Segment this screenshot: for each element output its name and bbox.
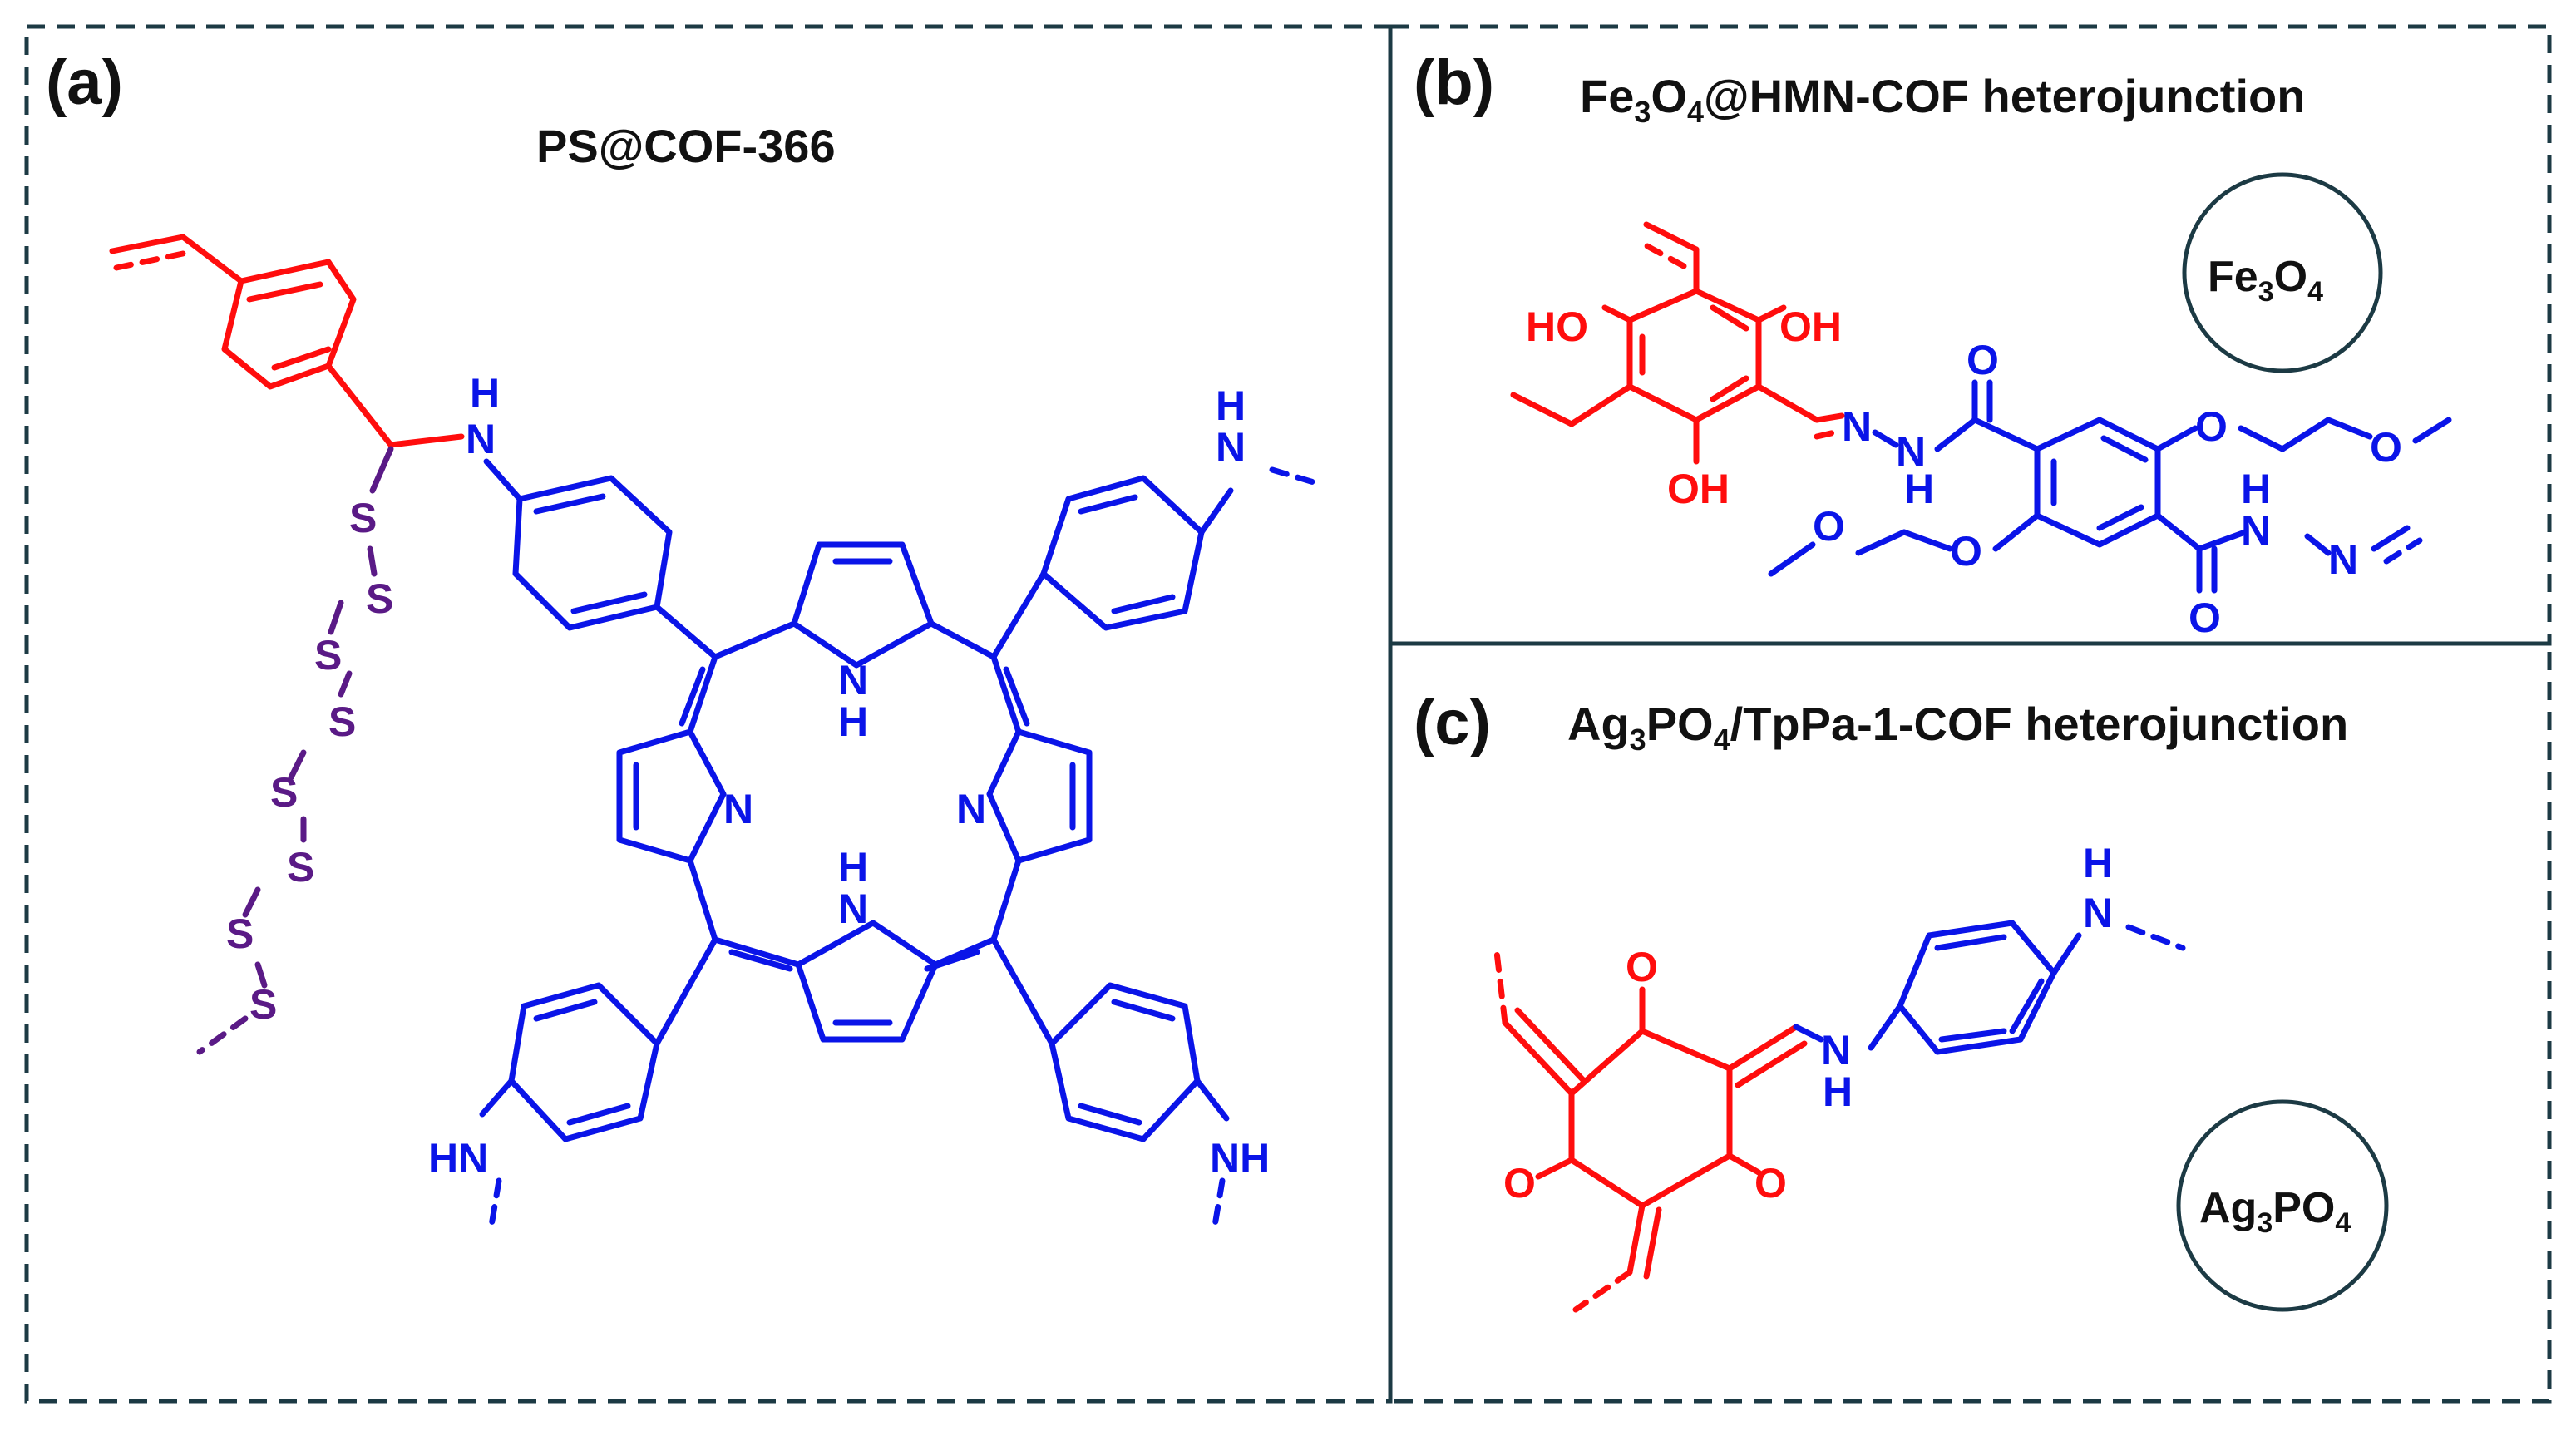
sulfur-atom: S	[349, 495, 377, 541]
panel-a-title: PS@COF-366	[536, 120, 836, 172]
hydrazide-n-atom: N	[2241, 507, 2271, 554]
sulfur-atom: S	[314, 632, 342, 678]
keto-o-atom: O	[1754, 1160, 1787, 1206]
ether-o-atom: O	[2370, 424, 2402, 471]
sulfur-atom: S	[287, 844, 314, 891]
carbonyl-o-atom: O	[1967, 337, 1999, 383]
panel-b-label: (b)	[1414, 47, 1494, 118]
amine-nh-atom: NH	[1210, 1135, 1270, 1182]
panel-a-frame	[24, 24, 1393, 1404]
panel-b-hydrazide-linker	[1768, 379, 2452, 594]
amine-nh-atom: N	[2083, 890, 2113, 936]
panel-c-frame	[1388, 641, 2552, 1404]
ether-o-atom: O	[1813, 503, 1845, 550]
keto-o-atom: O	[1503, 1160, 1536, 1206]
ag3po4-particle	[2176, 1099, 2389, 1312]
panel-b-red-atoms: HO OH OH	[1526, 303, 1842, 512]
pyrrole-nh-atom: N	[838, 657, 868, 703]
panel-a-polysulfide-chain	[196, 446, 394, 1055]
ether-o-atom: O	[1950, 528, 1982, 575]
ag3po4-particle-label: Ag3PO4	[2199, 1184, 2351, 1239]
panel-b-frame	[1388, 24, 2552, 646]
panel-c-red-atoms: O O O	[1503, 944, 1787, 1206]
panel-a-porphyrin-core	[616, 541, 1093, 1043]
fe3o4-particle-label: Fe3O4	[2208, 253, 2323, 308]
sulfur-atom: S	[328, 698, 356, 745]
hydroxyl-group: OH	[1779, 303, 1842, 350]
pyrrole-n-atom: N	[956, 786, 986, 832]
fe3o4-particle	[2182, 172, 2383, 373]
pyrrole-n-atom: N	[723, 786, 753, 832]
sulfur-atom: S	[366, 575, 393, 622]
imine-n-atom: N	[1842, 403, 1872, 450]
hydrazide-n-atom: H	[1904, 466, 1934, 512]
imine-n-atom: N	[2328, 536, 2358, 583]
hydroxyl-group: OH	[1667, 466, 1730, 512]
amine-nh-atom: H	[1216, 382, 1246, 429]
panel-c-blue-atoms: N H H N	[1821, 840, 2113, 1115]
panel-a-label: (a)	[46, 47, 123, 118]
amine-nh-atom: N	[1821, 1027, 1851, 1073]
ether-o-atom: O	[2195, 403, 2228, 450]
hydrazide-n-atom: N	[1896, 428, 1926, 475]
keto-o-atom: O	[1626, 944, 1658, 990]
amine-nh-atom: H	[2083, 840, 2113, 886]
amine-nh-atom: N	[1216, 424, 1246, 471]
sulfur-atom: S	[226, 910, 254, 957]
panel-b-blue-atoms: N N H O O O O O O H N N	[1813, 337, 2402, 641]
sulfur-atom: S	[249, 981, 277, 1028]
panel-a-sulfur-atoms: S S S S S S S S	[226, 495, 393, 1028]
panel-b-title: Fe3O4@HMN-COF heterojunction	[1580, 70, 2305, 129]
pyrrole-nh-atom: H	[838, 844, 868, 891]
amine-nh-atom: H	[1823, 1068, 1853, 1115]
pyrrole-nh-atom: H	[838, 698, 868, 745]
pyrrole-nh-atom: N	[838, 886, 868, 932]
panel-b-aldehyde-ring	[1510, 221, 1845, 465]
sulfur-atom: S	[270, 769, 298, 816]
imine-n-atom: H	[470, 370, 500, 417]
panel-c-keto-ring	[1493, 949, 1808, 1313]
panel-a-aryl-rings	[479, 458, 1317, 1234]
panel-c-amine-ring	[1793, 920, 2186, 1055]
hydrazide-n-atom: H	[2241, 466, 2271, 512]
hydroxyl-group: HO	[1526, 303, 1588, 350]
carbonyl-o-atom: O	[2189, 595, 2221, 641]
panel-a-benzyl-linker	[109, 234, 465, 448]
panel-c-title: Ag3PO4/TpPa-1-COF heterojunction	[1567, 698, 2348, 757]
amine-nh-atom: HN	[428, 1135, 488, 1182]
panel-c-label: (c)	[1414, 688, 1491, 758]
panel-a-heteroatoms: H N N H N N H N H N HN NH	[428, 370, 1270, 1182]
imine-n-atom: N	[466, 416, 496, 462]
